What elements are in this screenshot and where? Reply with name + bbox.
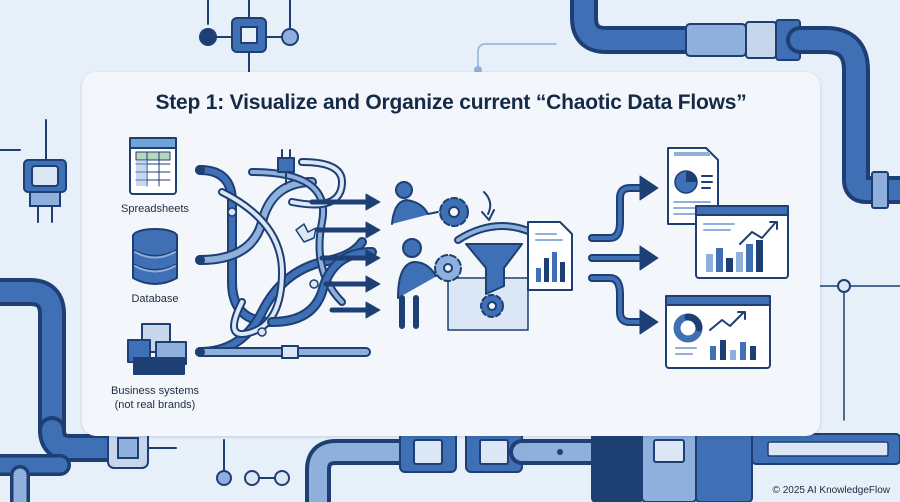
output-arrows: [588, 175, 659, 335]
organized-arrows: [309, 193, 381, 319]
gear-icon: [439, 197, 469, 227]
page-title: Step 1: Visualize and Organize current “…: [155, 91, 747, 114]
bar-dashboard-icon: [695, 205, 789, 279]
donut-dashboard-icon: [665, 295, 771, 369]
source-label-spreadsheets: Spreadsheets: [121, 203, 189, 215]
data-flow-illustration: [127, 137, 789, 375]
gear-icon: [480, 294, 504, 318]
business-systems-icon: [127, 323, 187, 375]
copyright-notice: © 2025 AI KnowledgeFlow: [772, 485, 890, 496]
organizing-workers: [391, 181, 573, 331]
source-label-business-systems: Business systems (not real brands): [110, 385, 200, 411]
database-icon: [132, 228, 178, 285]
tangled-pipes: [195, 149, 377, 359]
gear-icon: [434, 254, 462, 282]
source-label-database: Database: [131, 293, 179, 305]
report-document-icon: [527, 221, 573, 291]
spreadsheet-icon: [129, 137, 177, 195]
